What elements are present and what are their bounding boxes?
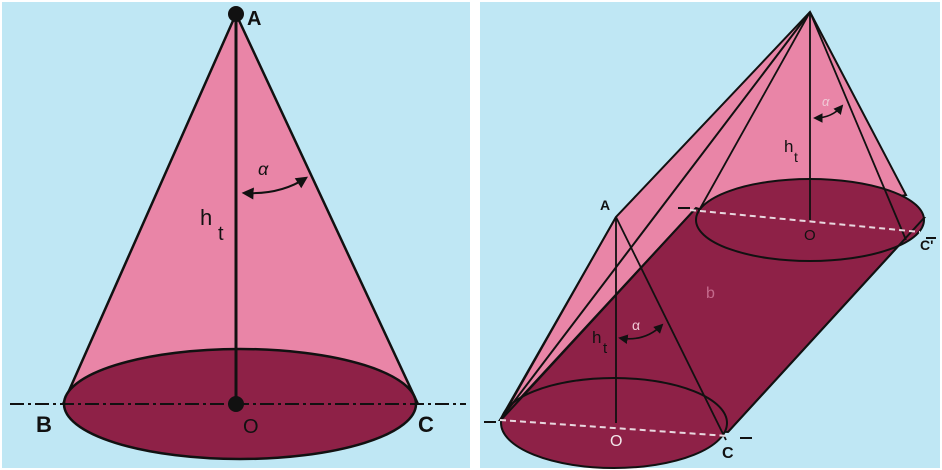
lower-cone-right-generator <box>615 216 727 441</box>
left-center-label: O <box>243 416 259 438</box>
right-point-c-label: C <box>722 445 734 462</box>
lower-cone-left-generator <box>500 216 617 421</box>
right-point-c-prime-label: C' <box>920 237 933 253</box>
top-center-label: O <box>804 227 816 244</box>
top-height-label: h <box>784 137 793 156</box>
right-center-label: O <box>610 433 622 450</box>
top-angle-label: α <box>822 94 830 109</box>
left-height-label: h <box>200 205 212 230</box>
top-cone-left-generator <box>696 11 811 215</box>
right-apex-label: A <box>600 197 610 213</box>
left-point-c-label: C <box>418 412 434 437</box>
bottom-dashed-diameter <box>499 419 729 437</box>
body-label: b <box>706 285 715 302</box>
top-cone-right-generator <box>809 11 907 241</box>
top-angle-arc <box>813 104 844 123</box>
top-dashed-diameter <box>689 209 921 233</box>
right-body-left-edge <box>500 207 697 421</box>
top-height-subscript: t <box>794 149 798 165</box>
left-apex-point <box>228 6 244 22</box>
left-point-b-label: B <box>36 412 52 437</box>
right-height-subscript: t <box>603 340 608 357</box>
right-body-right-edge <box>727 217 925 433</box>
right-outer-edge <box>499 11 811 421</box>
left-apex-label: A <box>247 8 261 30</box>
left-center-point <box>228 396 244 412</box>
left-angle-label: α <box>258 159 269 179</box>
left-height-subscript: t <box>218 223 224 245</box>
right-bottom-base <box>500 377 728 469</box>
right-angle-label: α <box>632 317 640 333</box>
right-height-label: h <box>592 328 601 347</box>
left-angle-arc <box>241 176 309 200</box>
lower-angle-arc <box>618 323 664 344</box>
panel-divider <box>470 0 480 470</box>
